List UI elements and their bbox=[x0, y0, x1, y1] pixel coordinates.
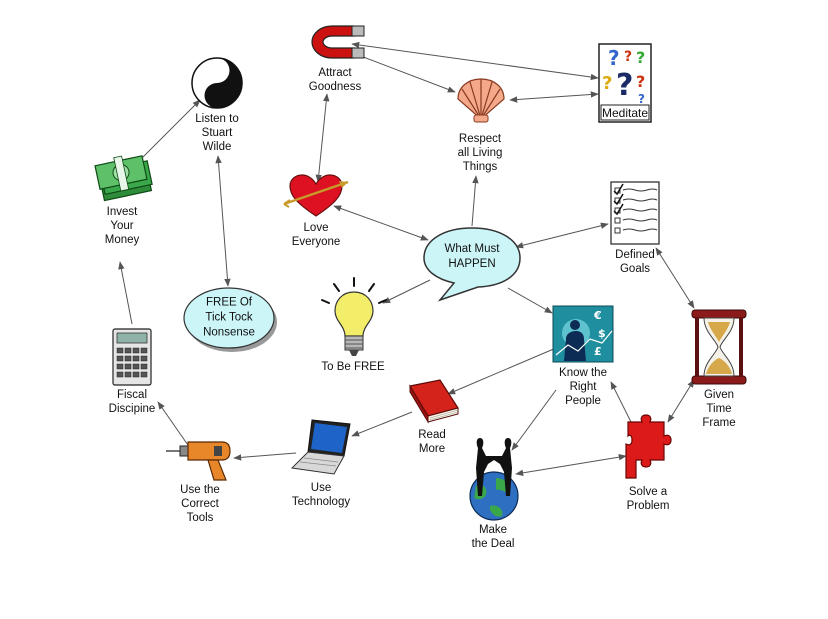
node-free-of-tick-tock: FREE Of Tick Tock Nonsense bbox=[203, 296, 255, 339]
seashell-icon bbox=[457, 78, 505, 123]
connector-deal-to-solve bbox=[515, 454, 627, 476]
svg-text:?: ? bbox=[638, 92, 645, 106]
business-currency-icon: € $ £ bbox=[552, 305, 614, 363]
node-what-must-happen: What Must HAPPEN bbox=[444, 243, 500, 270]
node-given-time: Given Time Frame bbox=[702, 389, 736, 429]
question-marks-icon: ? ? ? ? ? ? ? bbox=[598, 43, 652, 123]
connector-center-to-respect bbox=[471, 175, 479, 227]
magnet-icon bbox=[311, 25, 365, 59]
node-invest: Invest Your Money bbox=[104, 206, 140, 246]
node-meditate: Meditate bbox=[601, 106, 649, 120]
connector-love-to-attract-goodness bbox=[315, 93, 330, 183]
node-attract-goodness: Attract Goodness bbox=[308, 67, 362, 93]
connector-respect-to-meditate bbox=[509, 91, 599, 103]
node-tools: Use the Correct Tools bbox=[180, 484, 220, 524]
connector-defined-goals-to-given-time bbox=[655, 247, 695, 309]
laptop-icon bbox=[290, 419, 351, 475]
svg-text:?: ? bbox=[608, 46, 620, 70]
connector-use-tech-to-tools bbox=[233, 452, 297, 461]
money-stack-icon bbox=[94, 155, 153, 202]
drill-icon bbox=[166, 441, 231, 481]
node-fiscal: Fiscal Discipine bbox=[108, 389, 156, 415]
connector-center-to-know-people bbox=[507, 287, 553, 314]
connector-read-more-to-use-tech bbox=[351, 411, 413, 437]
connector-invest-to-listen bbox=[139, 99, 201, 161]
connector-attract-goodness-to-meditate bbox=[351, 41, 599, 81]
ellipse-bubble bbox=[183, 287, 277, 352]
svg-text:?: ? bbox=[636, 48, 645, 67]
node-love: Love Everyone bbox=[291, 222, 341, 248]
svg-text:€: € bbox=[593, 309, 602, 322]
checklist-icon bbox=[610, 181, 660, 245]
lightbulb-icon bbox=[321, 277, 387, 356]
connector-love-to-center bbox=[333, 205, 429, 241]
connector-center-to-to-be-free bbox=[382, 279, 431, 304]
node-to-be-free: To Be FREE bbox=[321, 361, 385, 373]
connector-fiscal-to-invest bbox=[118, 261, 133, 325]
connector-know-people-to-deal bbox=[511, 389, 557, 451]
connector-know-people-to-read-more bbox=[447, 347, 557, 395]
svg-text:?: ? bbox=[636, 72, 645, 91]
connector-center-to-defined-goals bbox=[515, 222, 609, 249]
heart-arrow-icon bbox=[283, 174, 349, 217]
handshake-globe-icon bbox=[469, 438, 519, 521]
node-know-people: Know the Right People bbox=[559, 367, 607, 407]
node-defined-goals: Defined Goals bbox=[615, 249, 655, 275]
connector-given-time-to-solve bbox=[667, 379, 695, 423]
calculator-icon bbox=[112, 328, 152, 386]
connector-listen-to-free-of-tick-tock bbox=[215, 155, 231, 287]
svg-text:?: ? bbox=[624, 49, 632, 65]
svg-text:?: ? bbox=[602, 73, 612, 94]
node-read-more: Read More bbox=[418, 429, 446, 455]
svg-text:?: ? bbox=[616, 68, 633, 103]
speech-bubble bbox=[423, 227, 521, 302]
connector-tools-to-fiscal bbox=[157, 401, 191, 449]
node-deal: Make the Deal bbox=[471, 524, 515, 550]
svg-text:£: £ bbox=[594, 345, 602, 358]
node-solve: Solve a Problem bbox=[626, 486, 670, 512]
book-icon bbox=[409, 379, 459, 424]
yin-yang-icon bbox=[191, 57, 243, 109]
svg-text:$: $ bbox=[598, 327, 606, 340]
node-listen: Listen to Stuart Wilde bbox=[195, 113, 239, 153]
node-respect: Respect all Living Things bbox=[457, 133, 503, 173]
puzzle-piece-icon bbox=[625, 414, 672, 479]
node-use-tech: Use Technology bbox=[291, 482, 351, 508]
hourglass-icon bbox=[691, 309, 747, 385]
